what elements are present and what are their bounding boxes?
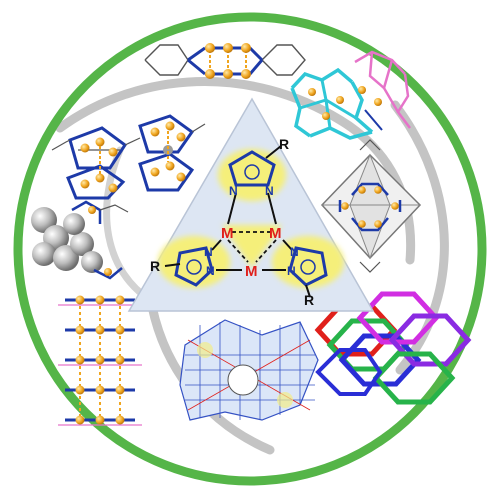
metal-trimer-motif: R R R N N N N N N M M M (150, 136, 328, 308)
metal-metal-contacts (227, 231, 277, 263)
substituent-label-right: R (304, 292, 314, 308)
top-dimer-structure (144, 43, 306, 79)
right-r-bond (305, 284, 311, 298)
metal-label-bottom: M (245, 263, 258, 280)
nitrogen-label-right-bottom: N (287, 264, 296, 278)
left-r-bond (164, 263, 181, 267)
left-pyrazole-ring (174, 246, 214, 287)
nitrogen-label-top-right: N (265, 184, 274, 198)
nitrogen-metal-bonds (211, 192, 293, 271)
columnar-stack-structure (58, 295, 142, 426)
space-filling-complex-structure (31, 200, 129, 280)
top-r-bond (265, 145, 282, 159)
top-ring-circle (244, 164, 260, 180)
nitrogen-label-top-left: N (229, 184, 238, 198)
interlocked-rings-structure (314, 291, 472, 405)
metal-label-left: M (221, 225, 234, 242)
stacked-trimers-structure (51, 114, 206, 200)
substituent-label-left: R (150, 258, 160, 274)
cyan-magenta-cage-structure (290, 50, 411, 140)
right-ring-circle (300, 259, 316, 275)
porous-framework-structure (179, 319, 319, 421)
nitrogen-label-left-top: N (204, 245, 213, 259)
metal-label-right: M (269, 225, 282, 242)
outer-green-ring (13, 12, 487, 486)
nitrogen-label-left-bottom: N (206, 264, 215, 278)
right-pyrazole-ring (288, 246, 328, 287)
gray-octahedral-cage-structure (320, 139, 422, 273)
substituent-label-top: R (279, 136, 289, 152)
nitrogen-label-right-top: N (290, 245, 299, 259)
left-ring-circle (186, 259, 202, 275)
top-pyrazole-ring (228, 150, 276, 187)
